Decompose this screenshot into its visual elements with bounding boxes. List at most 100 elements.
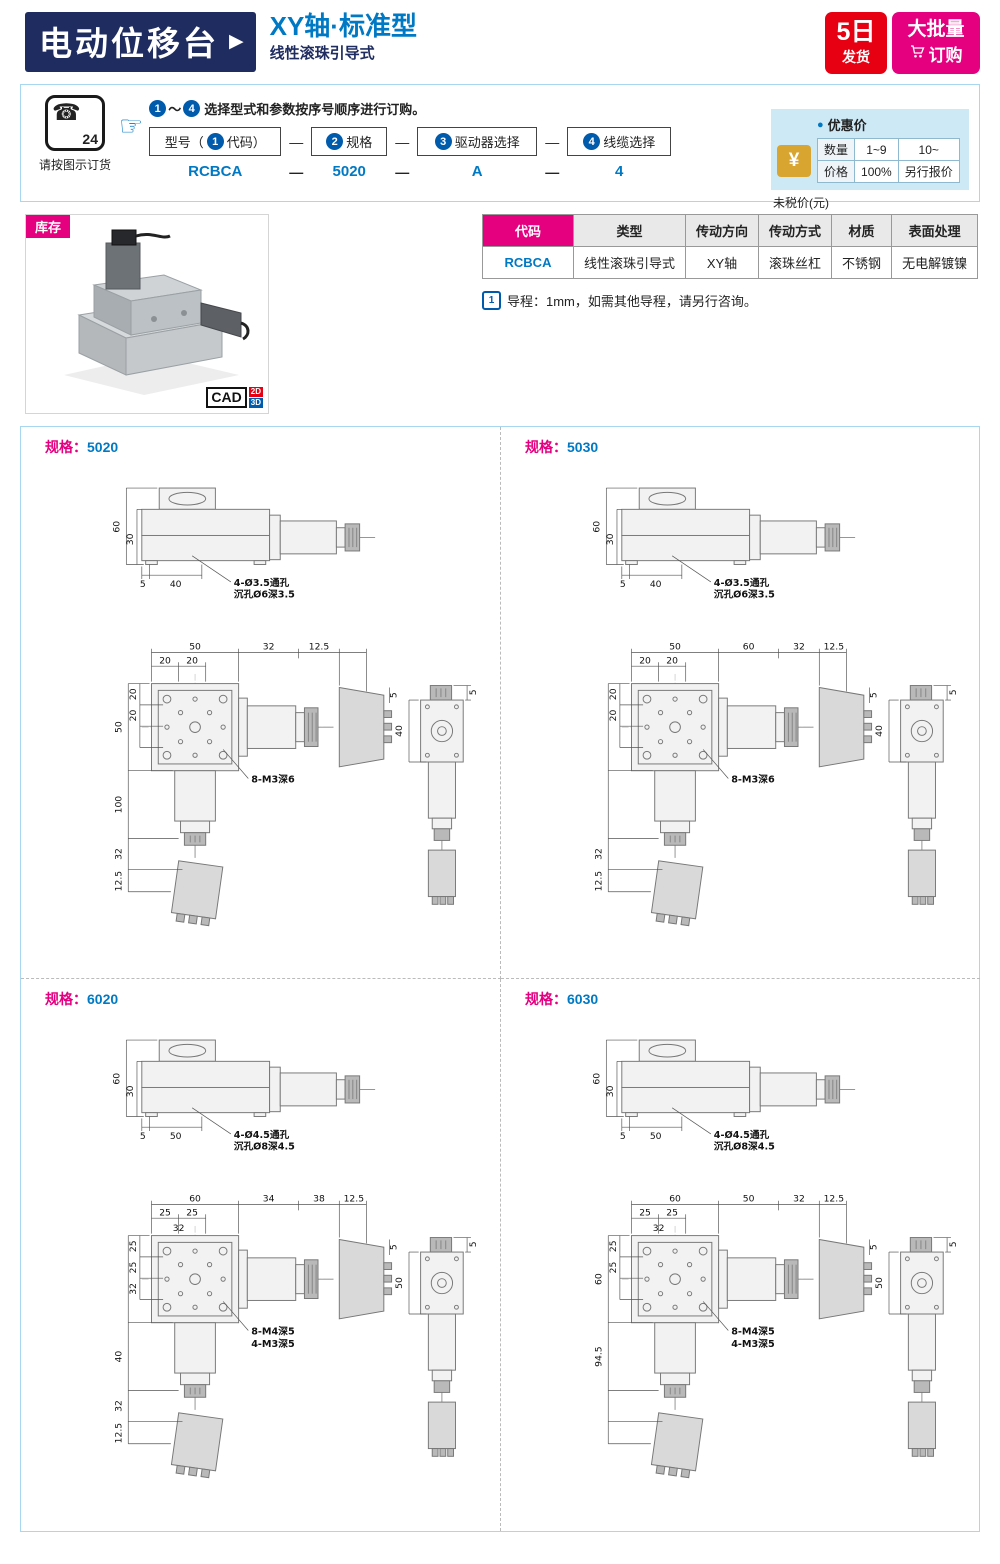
thread-note: 8-M4深5	[731, 1324, 775, 1337]
plan-view	[151, 1235, 393, 1479]
thread-note: 4-M3深5	[251, 1337, 295, 1350]
tilde: ～	[168, 102, 182, 117]
drawings-section: 规格：5020	[20, 426, 980, 1532]
dim-label: 12.5	[309, 642, 330, 653]
dim-label: 5	[388, 692, 399, 698]
thread-note: 8-M4深5	[251, 1324, 295, 1337]
dim-label: 12.5	[824, 1194, 845, 1205]
price-cell: 1~9	[854, 138, 899, 161]
price-cell: 另行报价	[897, 160, 960, 183]
plan-view-dimensions: 50 60 32 12.5 20 20 32 12.5	[593, 642, 879, 893]
dash: —	[289, 163, 304, 180]
dim-label: 40	[170, 579, 182, 590]
dim-label: 5	[468, 689, 479, 695]
hole-note: 4-Ø3.5通孔	[714, 576, 770, 589]
spec-value: 5020	[87, 439, 119, 455]
dash: —	[395, 163, 410, 180]
right-view	[900, 685, 944, 905]
plan-view	[631, 1235, 873, 1479]
price-panel: ● 优惠价 ¥ 数量 1~9 10~ 价格 100% 另	[771, 109, 969, 190]
spec-data-row: RCBCA 线性滚珠引导式 XY轴 滚珠丝杠 不锈钢 无电解镀镍	[482, 246, 979, 279]
dim-label: 40	[394, 725, 405, 737]
pointing-hand-icon: ☞	[119, 111, 144, 141]
cad-badge[interactable]: CAD 2D 3D	[206, 386, 263, 408]
plan-view-dimensions: 50 32 12.5 20 20 50 100 32 12.5	[113, 642, 399, 893]
side-view	[141, 1039, 376, 1118]
spec-table: 代码 类型 传动方向 传动方式 材质 表面处理 RCBCA 线性滚珠引导式 XY…	[482, 214, 979, 279]
dim-label: 32	[113, 1400, 124, 1412]
phone-24-icon: ☎ 24	[45, 95, 105, 151]
spec-drawing-quadrant: 规格：6020	[21, 979, 501, 1531]
dim-label: 60	[592, 1073, 603, 1085]
spec-cell: 线性滚珠引导式	[572, 246, 687, 279]
cad-3d-label: 3D	[248, 397, 263, 408]
plan-view	[151, 683, 393, 927]
dim-label: 40	[650, 579, 662, 590]
subtitle-block: XY轴·标准型 线性滚珠引导式	[270, 12, 417, 63]
spec-cell: 滚珠丝杠	[758, 246, 833, 279]
dim-label: 5	[948, 689, 959, 695]
dim-label: 100	[113, 796, 124, 814]
hole-note: 4-Ø3.5通孔	[234, 576, 290, 589]
hole-note: 4-Ø4.5通孔	[234, 1128, 290, 1141]
dim-label: 12.5	[593, 871, 604, 892]
ship-label: 发货	[842, 48, 870, 65]
dim-label: 30	[605, 533, 616, 545]
lead-note-text: 导程：1mm，如需其他导程，请另行咨询。	[507, 294, 757, 309]
right-view-dimensions: 5 40	[874, 685, 959, 763]
dim-label: 20	[608, 710, 619, 722]
spec-cell: 不锈钢	[831, 246, 893, 279]
spec-area: 代码 类型 传动方向 传动方式 材质 表面处理 RCBCA 线性滚珠引导式 XY…	[482, 214, 979, 310]
circled-number: 2	[326, 133, 344, 150]
page-title-bar: 电动位移台 ▶	[25, 12, 256, 72]
spec-header: 类型	[572, 214, 687, 247]
spec-value: 6020	[87, 991, 119, 1007]
cable-connector	[650, 860, 704, 927]
right-view	[420, 1237, 464, 1457]
example-spec: 5020	[332, 163, 366, 180]
dim-label: 50	[650, 1131, 662, 1142]
dim-label: 25	[608, 1240, 619, 1252]
formula-text: 代码）	[226, 135, 266, 150]
dim-label: 50	[743, 1194, 755, 1205]
dim-label: 50	[170, 1131, 182, 1142]
dim-label: 34	[263, 1194, 275, 1205]
dim-label: 60	[669, 1194, 681, 1205]
stock-badge: 库存	[26, 215, 71, 238]
product-photo-image	[64, 229, 250, 395]
dim-label: 40	[113, 1351, 124, 1363]
spec-cell: 无电解镀镍	[891, 246, 979, 279]
cart-icon	[910, 43, 925, 63]
phone-glyph: ☎	[52, 99, 81, 125]
instruction-text: 选择型式和参数按序号顺序进行订购。	[204, 102, 426, 117]
spec-drawing-label: 规格：6020	[45, 989, 500, 1009]
dim-label: 12.5	[824, 642, 845, 653]
plan-view	[631, 683, 873, 927]
dim-label: 60	[189, 1194, 201, 1205]
spec-value: 6030	[567, 991, 599, 1007]
spec-header-row: 代码 类型 传动方向 传动方式 材质 表面处理	[482, 214, 979, 247]
product-photo-box: 库存 CAD 2D 3D	[25, 214, 269, 414]
dim-label: 25	[639, 1207, 651, 1218]
ship-days-badge: 5日 发货	[825, 12, 887, 74]
hole-note: 沉孔Ø8深4.5	[234, 1139, 295, 1152]
spec-header: 传动方式	[758, 214, 833, 247]
dim-label: 60	[593, 1273, 604, 1285]
spec-value: 5030	[567, 439, 599, 455]
spec-label: 规格：	[45, 991, 87, 1007]
cad-label: CAD	[206, 386, 247, 408]
dim-label: 5	[140, 1131, 146, 1142]
dim-label: 32	[793, 642, 805, 653]
circled-number-4: 4	[183, 100, 201, 117]
bulk-label-1: 大批量	[907, 19, 965, 41]
right-view-dimensions: 5 50	[394, 1237, 479, 1315]
formula-text: 线缆选择	[603, 135, 656, 150]
dim-label: 5	[620, 1131, 626, 1142]
cable-connector	[170, 860, 224, 927]
spec-drawing-quadrant: 规格：5030	[501, 427, 980, 979]
hole-note: 沉孔Ø8深4.5	[714, 1139, 775, 1152]
price-cell: 数量	[816, 138, 856, 161]
hole-note: 沉孔Ø6深3.5	[234, 587, 295, 600]
